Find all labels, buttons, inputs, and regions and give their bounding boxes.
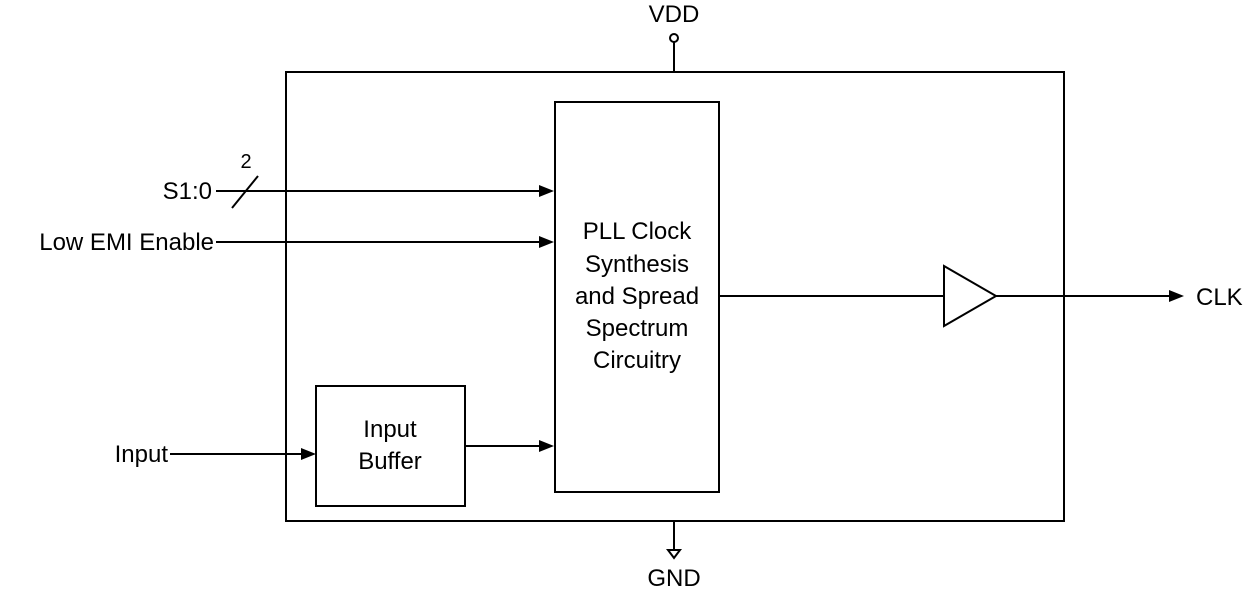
clk-arrowhead	[1169, 290, 1184, 302]
input-buffer-line1: Input	[363, 416, 417, 443]
clock-input: Input	[115, 441, 316, 468]
select-arrowhead	[539, 185, 554, 197]
buffer-to-pll-wire	[465, 440, 554, 452]
gnd-label: GND	[647, 565, 700, 590]
select-input-label: S1:0	[163, 178, 212, 205]
select-bus-input: S1:0 2	[163, 151, 554, 209]
gnd-pin: GND	[647, 521, 701, 590]
output-buffer-triangle	[943, 264, 999, 328]
input-buffer-block: Input Buffer	[315, 385, 466, 507]
low-emi-arrowhead	[539, 236, 554, 248]
input-arrowhead	[301, 448, 316, 460]
clk-label: CLK	[1196, 284, 1243, 311]
input-buffer-line2: Buffer	[358, 448, 422, 475]
input-label: Input	[115, 441, 169, 468]
pll-line4: Spectrum	[586, 315, 689, 342]
clk-output: CLK	[996, 284, 1243, 311]
low-emi-input: Low EMI Enable	[39, 229, 554, 256]
bus-width-label: 2	[240, 151, 251, 173]
pll-block: PLL Clock Synthesis and Spread Spectrum …	[554, 101, 720, 493]
bus-slash	[231, 175, 259, 209]
pll-line5: Circuitry	[593, 347, 681, 374]
vdd-label: VDD	[649, 1, 700, 28]
pll-line3: and Spread	[575, 283, 699, 310]
vdd-pin: VDD	[649, 1, 700, 72]
buffer-to-pll-arrowhead	[539, 440, 554, 452]
pll-line2: Synthesis	[585, 251, 689, 278]
pll-line1: PLL Clock	[583, 218, 692, 245]
low-emi-label: Low EMI Enable	[39, 229, 214, 256]
